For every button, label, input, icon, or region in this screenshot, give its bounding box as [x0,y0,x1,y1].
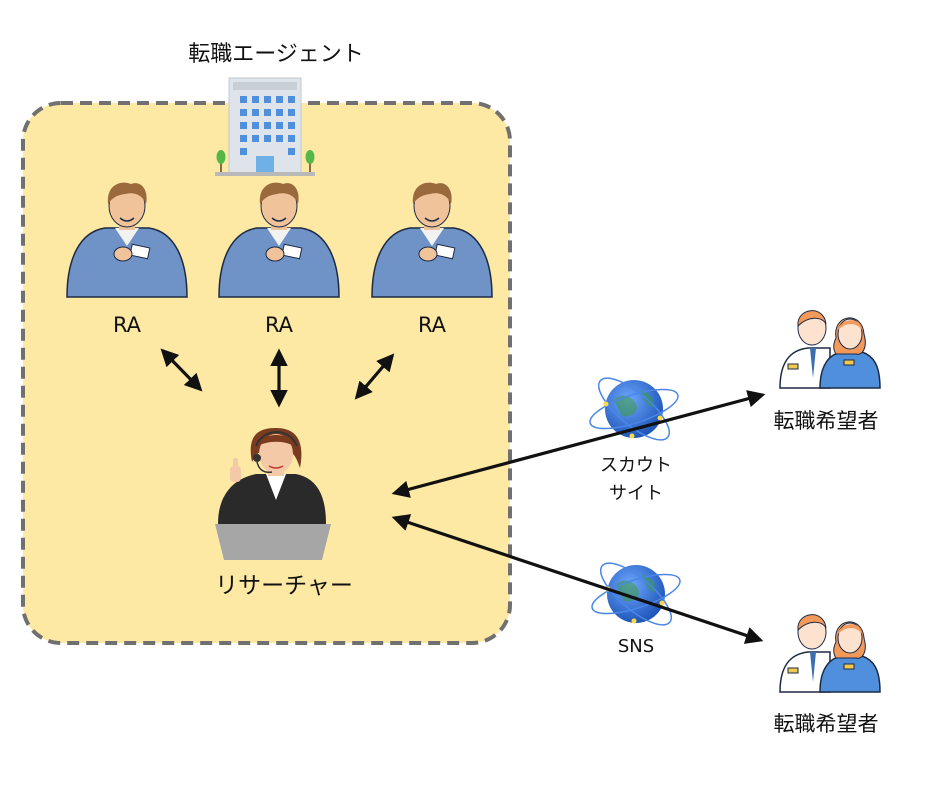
ra-label-3: RA [417,313,447,337]
researcher-icon [215,428,331,560]
scout-site-label: スカウト サイト [600,452,672,508]
ra-person-icon-2 [218,182,340,298]
sns-label: SNS [617,636,655,657]
arrow-researcher-sns-seeker [391,514,764,644]
arrows [160,348,766,644]
job-seeker-icon-2 [779,614,881,693]
researcher-label: リサーチャー [215,573,353,599]
arrow-ra1-researcher [160,348,203,392]
ra-person-icon-1 [66,182,188,298]
scout-site-label-line2: サイト [609,483,663,504]
arrow-ra3-researcher [354,353,395,400]
ra-label-1: RA [112,313,142,337]
agency-title: 転職エージェント [188,42,364,67]
office-building-icon [215,77,315,176]
job-seeker-icon-1 [779,310,881,389]
arrow-researcher-scout-seeker [391,390,766,498]
job-seeker-label-2: 転職希望者 [773,712,879,736]
ra-person-icon-3 [371,182,493,298]
ra-label-2: RA [264,313,294,337]
scout-site-label-line1: スカウト [600,455,672,476]
job-seeker-label-1: 転職希望者 [773,409,879,433]
globe-network-icon-sns [591,562,681,626]
